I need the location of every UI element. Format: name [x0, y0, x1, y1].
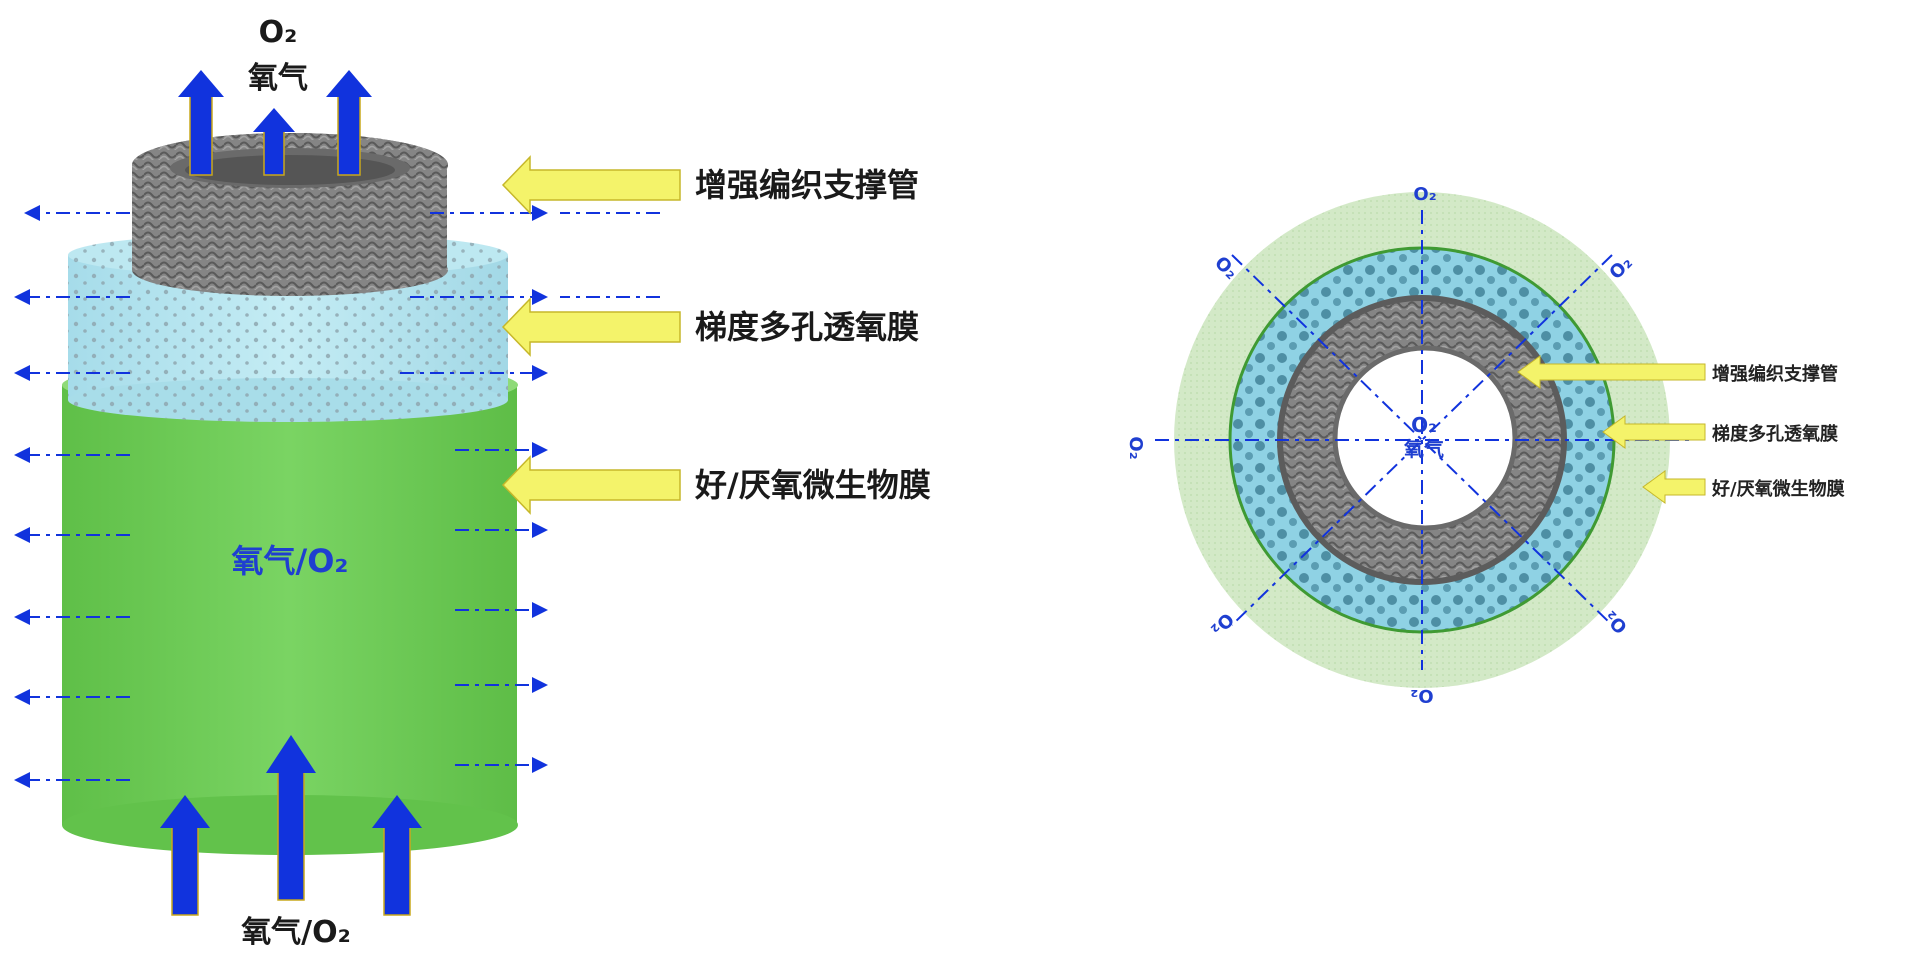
center-o2-name: 氧气: [1403, 437, 1444, 461]
braided-support-tube: [132, 133, 448, 296]
radial-o2-label: O₂: [1413, 184, 1436, 205]
bottom-inflow-arrows: [160, 735, 422, 916]
left-callout-support-tube: 增强编织支撑管: [501, 155, 919, 215]
left-callout-biofilm: 好/厌氧微生物膜: [501, 455, 931, 515]
callout-arrow-icon: [1602, 415, 1706, 449]
callout-label-membrane: 梯度多孔透氧膜: [1712, 423, 1838, 445]
callout-label-biofilm: 好/厌氧微生物膜: [1711, 478, 1845, 500]
callout-arrow-icon: [501, 455, 681, 515]
up-arrow-icon: [178, 70, 224, 176]
up-arrow-icon: [160, 795, 210, 916]
callout-arrow-icon: [501, 155, 681, 215]
radial-o2-label: O₂: [1600, 606, 1631, 637]
callout-label-membrane: 梯度多孔透氧膜: [695, 308, 919, 346]
top-o2-formula: O₂: [259, 15, 298, 50]
right-callout-membrane: 梯度多孔透氧膜: [1602, 415, 1838, 449]
bottom-oxygen-label: 氧气/O₂: [241, 915, 351, 950]
callout-label-biofilm: 好/厌氧微生物膜: [694, 466, 931, 504]
callout-label-support-tube: 增强编织支撑管: [695, 166, 919, 204]
right-callout-support-tube: 增强编织支撑管: [1517, 355, 1838, 389]
right-cross-section-diagram: O₂ O₂ O₂ O₂ O₂ O₂ O₂ O₂ O₂ 氧气 增强编织支撑管 梯度…: [1125, 184, 1845, 706]
callout-arrow-icon: [501, 297, 681, 357]
radial-o2-label: O₂: [1410, 685, 1433, 706]
radial-diffusion-lines: [1155, 210, 1690, 670]
radial-o2-label: O₂: [1125, 436, 1146, 459]
up-arrow-icon: [266, 735, 316, 901]
left-callout-membrane: 梯度多孔透氧膜: [501, 297, 919, 357]
up-arrow-icon: [326, 70, 372, 176]
diffusion-arrows-incoming: [560, 212, 660, 298]
top-outflow-arrows: [178, 70, 372, 176]
left-cylinder-diagram: O₂ 氧气 氧气/O₂ 氧气/O₂ 增强编织支撑管 梯度多孔透氧膜 好/厌氧微生…: [14, 15, 931, 950]
radial-o2-label: O₂: [1206, 608, 1237, 639]
inner-oxygen-label: 氧气/O₂: [232, 542, 349, 580]
callout-arrow-icon: [1517, 355, 1706, 389]
up-arrow-icon: [253, 108, 295, 176]
right-callout-biofilm: 好/厌氧微生物膜: [1642, 470, 1845, 504]
up-arrow-icon: [372, 795, 422, 916]
diffusion-arrows-left: [14, 205, 130, 788]
diffusion-arrows-right: [400, 205, 548, 773]
callout-label-support-tube: 增强编织支撑管: [1712, 363, 1838, 385]
callout-arrow-icon: [1642, 470, 1706, 504]
top-o2-name: 氧气: [248, 61, 308, 96]
center-o2-formula: O₂: [1411, 413, 1437, 437]
